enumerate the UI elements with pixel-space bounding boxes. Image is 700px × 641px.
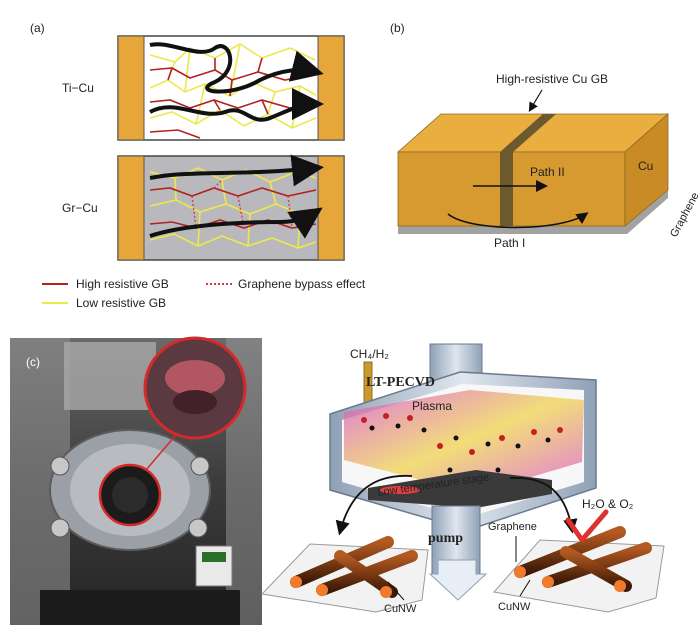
pump-arrow <box>428 559 488 601</box>
path-one-label: Path I <box>494 236 525 250</box>
plasma-glow <box>344 390 584 494</box>
cunw-left-pointer <box>387 581 405 601</box>
gb-pointer <box>528 89 543 113</box>
ti-cu-current-path-2 <box>149 88 324 122</box>
gb-band-top <box>500 114 556 152</box>
pump-label: pump <box>428 531 463 546</box>
legend-high-label: High resistive GB <box>76 277 169 291</box>
gr-cu-bypass <box>191 179 293 229</box>
ti-cu-label: Ti−Cu <box>62 81 94 95</box>
ti-cu-left-electrode <box>117 35 145 141</box>
ti-cu-right-electrode <box>317 35 345 141</box>
transfer-arrow-left <box>335 474 413 536</box>
low-temperature-stage <box>368 470 552 508</box>
gr-cu-block <box>117 154 345 261</box>
path-two-label: Path II <box>530 165 565 179</box>
cu-side-face <box>624 113 669 227</box>
cu-bar-3d <box>396 113 670 234</box>
chamber-label: LT-PECVD <box>366 375 435 390</box>
graphene-label-c: Graphene <box>488 521 537 533</box>
panel-a-letter: (a) <box>30 21 45 35</box>
ti-cu-current-path-1 <box>149 42 324 94</box>
graphene-label-b: Graphene <box>668 191 700 240</box>
pecvd-photo <box>10 336 262 625</box>
pecvd-schematic <box>260 343 665 613</box>
gr-cu-label: Gr−Cu <box>62 201 98 215</box>
cunw-left-wires <box>290 536 418 598</box>
plasma-particles <box>361 413 563 479</box>
cunw-right-label: CuNW <box>498 601 531 613</box>
gr-cu-current-path-1 <box>149 154 324 187</box>
panel-b-letter: (b) <box>390 21 405 35</box>
graphene-layer <box>398 190 668 234</box>
cunw-right-pointer <box>519 579 531 597</box>
legend-bypass-label: Graphene bypass effect <box>238 277 366 291</box>
gr-cu-left-electrode <box>117 155 145 261</box>
ti-cu-block <box>117 35 345 141</box>
panel-c-letter: (c) <box>26 355 40 369</box>
gb-band-front <box>500 152 513 226</box>
exhaust-arrow <box>565 509 609 543</box>
gb-label: High-resistive Cu GB <box>496 72 608 86</box>
gas-label: CH₄/H₂ <box>350 347 389 361</box>
gr-cu-right-electrode <box>317 155 345 261</box>
cunw-right-wires <box>514 526 652 592</box>
plasma-label: Plasma <box>412 399 452 413</box>
legend-low-label: Low resistive GB <box>76 296 166 310</box>
cu-label: Cu <box>638 159 653 173</box>
exhaust-label: H₂O & O₂ <box>582 497 634 511</box>
gr-cu-current-path-2 <box>149 207 323 239</box>
cunw-left-label: CuNW <box>384 603 417 615</box>
path-one-arrow <box>447 212 589 229</box>
